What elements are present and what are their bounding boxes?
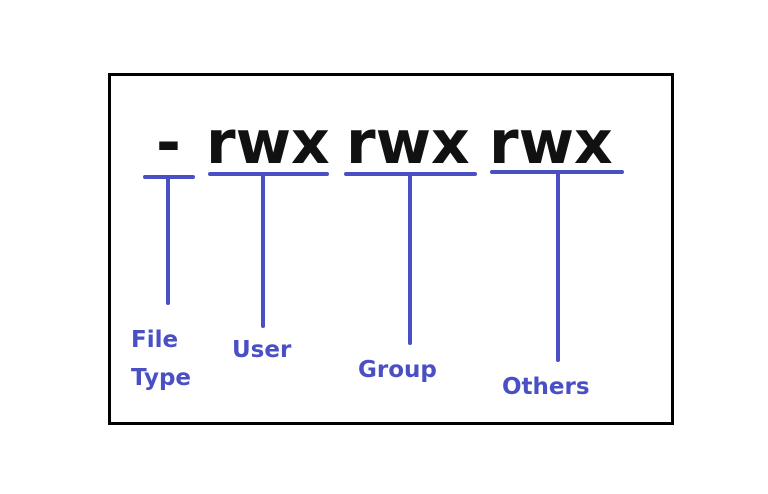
user-label: User [232, 337, 292, 363]
group-label: Group [358, 357, 437, 383]
others-permissions: rwx [489, 108, 613, 178]
group-permissions: rwx [346, 108, 470, 178]
others-label: Others [502, 374, 590, 400]
diagram-frame [108, 73, 674, 425]
file-type-label: File Type [131, 327, 192, 391]
user-permissions: rwx [206, 108, 330, 178]
file-type-char: - [156, 108, 181, 178]
